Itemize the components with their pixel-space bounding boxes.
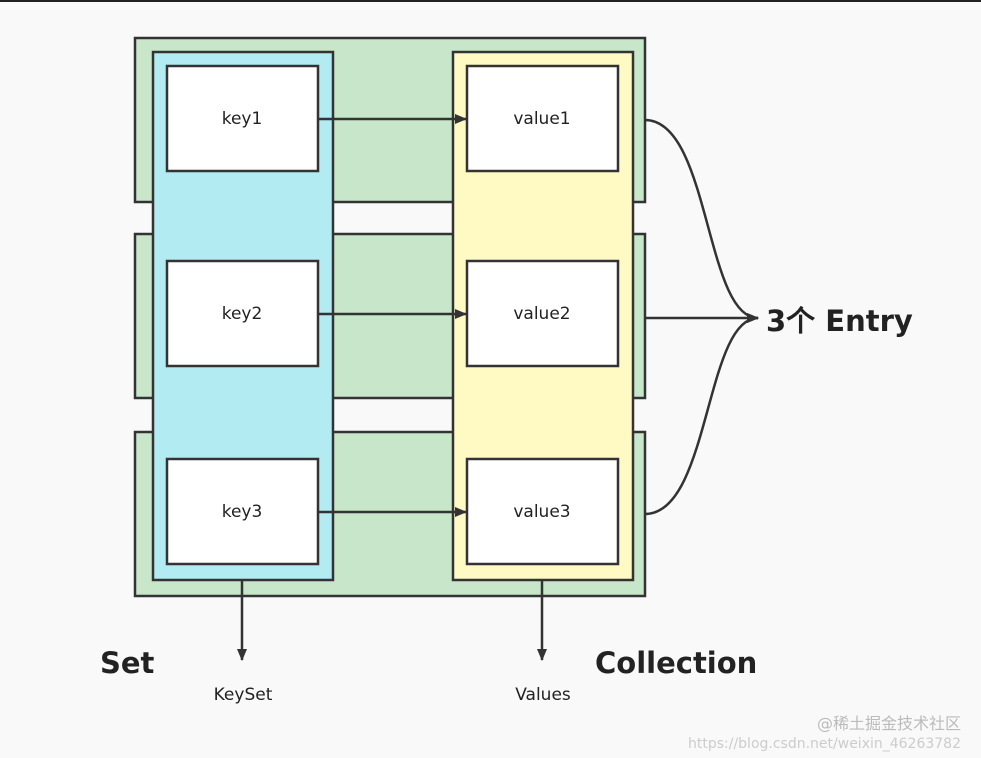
value-box-1 bbox=[465, 64, 620, 173]
keyset-label: KeySet bbox=[214, 685, 273, 705]
watermark-brand: @稀土掘金技术社区 bbox=[816, 714, 961, 733]
value-label-2: value2 bbox=[513, 304, 570, 324]
collection-label: Collection bbox=[595, 646, 757, 680]
entry-label: 3个 Entry bbox=[766, 304, 913, 338]
key-label-2: key2 bbox=[222, 304, 263, 324]
value-box-2 bbox=[465, 259, 620, 368]
set-label: Set bbox=[100, 646, 155, 680]
watermark: @稀土掘金技术社区 https://blog.csdn.net/weixin_4… bbox=[688, 714, 961, 754]
watermark-url: https://blog.csdn.net/weixin_46263782 bbox=[687, 736, 961, 752]
entry-curve-bottom bbox=[644, 313, 759, 516]
key-box-2 bbox=[165, 259, 320, 368]
entry-curve-top bbox=[644, 118, 759, 323]
value-label-3: value3 bbox=[513, 502, 570, 522]
key-label-3: key3 bbox=[222, 502, 263, 522]
key-label-1: key1 bbox=[222, 109, 263, 129]
values-label: Values bbox=[515, 685, 571, 705]
key-box-3 bbox=[165, 457, 320, 566]
value-label-1: value1 bbox=[513, 109, 570, 129]
top-border bbox=[0, 0, 981, 2]
key-box-1 bbox=[165, 64, 320, 173]
value-box-3 bbox=[465, 457, 620, 566]
